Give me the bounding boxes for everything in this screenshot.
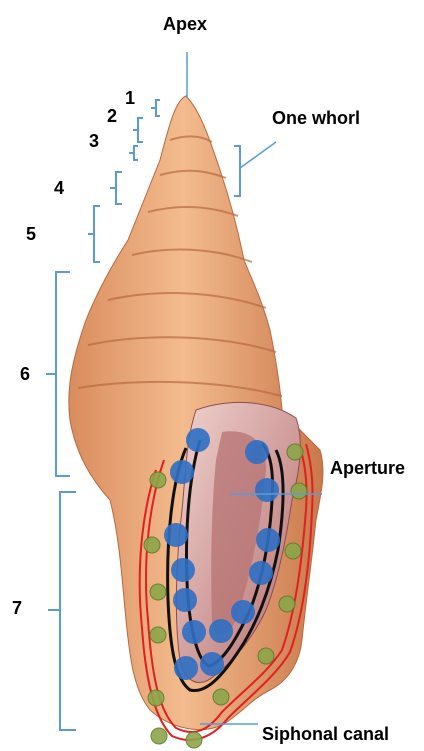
aperture-label: Aperture — [330, 458, 405, 478]
green-circle-marker — [148, 690, 164, 706]
blue-circle-marker — [164, 523, 188, 547]
green-circle-marker — [150, 627, 166, 643]
whorl-number-2: 2 — [107, 106, 117, 126]
blue-circle-marker — [173, 588, 197, 612]
blue-circle-marker — [186, 428, 210, 452]
blue-circle-marker — [256, 528, 280, 552]
whorl-number-3: 3 — [89, 131, 99, 151]
bracket-icon — [110, 172, 122, 204]
whorl-number-4: 4 — [54, 178, 64, 198]
blue-circle-marker — [200, 652, 224, 676]
blue-circle-marker — [255, 478, 279, 502]
green-circle-marker — [186, 732, 202, 748]
blue-circle-marker — [171, 558, 195, 582]
blue-circle-marker — [209, 619, 233, 643]
blue-circle-marker — [170, 460, 194, 484]
apex-label: Apex — [163, 14, 207, 34]
bracket-icon — [48, 492, 76, 730]
green-circle-marker — [287, 444, 303, 460]
whorl-number-1: 1 — [125, 88, 135, 108]
green-circle-marker — [258, 648, 274, 664]
green-circle-marker — [150, 584, 166, 600]
bracket-icon — [133, 118, 143, 142]
blue-circle-marker — [182, 620, 206, 644]
one-whorl-pointer — [240, 142, 276, 168]
bracket-icon — [129, 146, 138, 160]
blue-circle-marker — [245, 440, 269, 464]
siphonal-canal-label: Siphonal canal — [262, 724, 389, 744]
bracket-icon — [151, 100, 160, 116]
whorl-number-6: 6 — [20, 364, 30, 384]
one-whorl-label: One whorl — [272, 108, 360, 128]
green-circle-marker — [279, 596, 295, 612]
blue-circle-marker — [249, 561, 273, 585]
bracket-icon — [46, 272, 70, 476]
whorl-number-7: 7 — [12, 598, 22, 618]
whorl-number-5: 5 — [26, 224, 36, 244]
green-circle-marker — [150, 472, 166, 488]
green-circle-marker — [291, 483, 307, 499]
green-circle-marker — [285, 543, 301, 559]
bracket-icon — [88, 206, 100, 262]
green-circle-marker — [151, 728, 167, 744]
green-circle-marker — [144, 537, 160, 553]
blue-circle-marker — [174, 656, 198, 680]
blue-circle-marker — [231, 600, 255, 624]
one-whorl-bracket-icon — [234, 146, 240, 196]
green-circle-marker — [213, 689, 229, 705]
